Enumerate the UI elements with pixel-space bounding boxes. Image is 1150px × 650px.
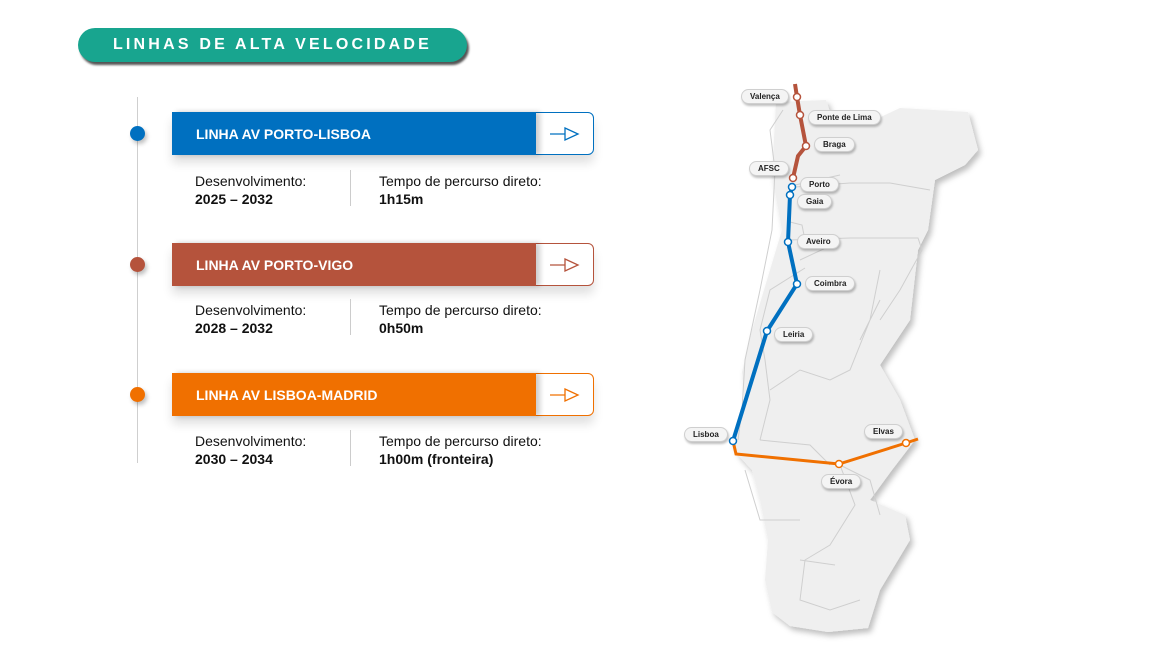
station-label-coimbra[interactable]: Coimbra [805, 276, 856, 291]
line-porto-lisboa-button[interactable]: LINHA AV PORTO-LISBOA [172, 112, 594, 155]
station-label-leiria[interactable]: Leiria [774, 327, 814, 342]
development-info: Desenvolvimento:2030 – 2034 [195, 433, 307, 467]
development-info: Desenvolvimento:2028 – 2032 [195, 302, 307, 336]
divider [350, 170, 351, 206]
rail-network [737, 109, 931, 611]
timeline-dot-lisboa-madrid [130, 387, 145, 402]
station-marker [788, 173, 798, 183]
station-marker [762, 326, 772, 336]
line-porto-vigo-button[interactable]: LINHA AV PORTO-VIGO [172, 243, 594, 286]
divider [350, 430, 351, 466]
station-marker [785, 190, 795, 200]
section-title: LINHAS DE ALTA VELOCIDADE [78, 28, 467, 62]
station-marker [792, 92, 802, 102]
travel-time-info: Tempo de percurso direto:1h15m [379, 173, 542, 207]
station-label-lisboa[interactable]: Lisboa [684, 427, 728, 442]
arrow-right-icon[interactable] [549, 385, 581, 405]
station-label-aveiro[interactable]: Aveiro [797, 234, 840, 249]
station-marker [801, 141, 811, 151]
station-marker [783, 237, 793, 247]
line-lisboa-madrid-button[interactable]: LINHA AV LISBOA-MADRID [172, 373, 594, 416]
station-label-valenca[interactable]: Valença [741, 89, 789, 104]
station-label-afsc[interactable]: AFSC [749, 161, 789, 176]
timeline-dot-porto-lisboa [130, 126, 145, 141]
line-name: LINHA AV PORTO-LISBOA [172, 112, 536, 155]
station-label-porto[interactable]: Porto [800, 177, 839, 192]
timeline-line [137, 97, 138, 463]
development-info: Desenvolvimento:2025 – 2032 [195, 173, 307, 207]
station-marker [728, 436, 738, 446]
line-name: LINHA AV PORTO-VIGO [172, 243, 536, 286]
station-label-evora[interactable]: Évora [821, 474, 862, 489]
travel-time-info: Tempo de percurso direto:0h50m [379, 302, 542, 336]
portugal-outline [732, 100, 978, 632]
station-marker [901, 438, 911, 448]
arrow-right-icon[interactable] [549, 124, 581, 144]
travel-time-info: Tempo de percurso direto:1h00m (fronteir… [379, 433, 542, 467]
station-label-ponte-de-lima[interactable]: Ponte de Lima [808, 110, 881, 125]
divider [350, 299, 351, 335]
station-label-elvas[interactable]: Elvas [864, 424, 903, 439]
line-name: LINHA AV LISBOA-MADRID [172, 373, 536, 416]
station-marker [792, 279, 802, 289]
station-marker [787, 182, 797, 192]
station-label-gaia[interactable]: Gaia [797, 194, 833, 209]
timeline-dot-porto-vigo [130, 257, 145, 272]
station-marker [834, 459, 844, 469]
station-label-braga[interactable]: Braga [814, 137, 855, 152]
station-marker [795, 110, 805, 120]
arrow-right-icon[interactable] [549, 255, 581, 275]
